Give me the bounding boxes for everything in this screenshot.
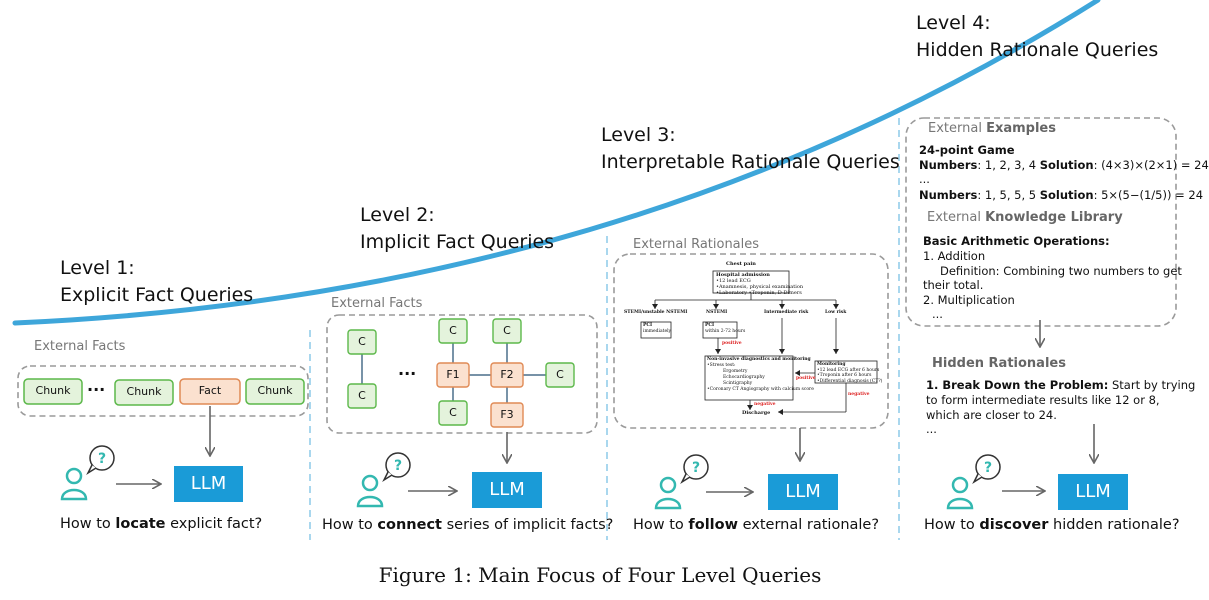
p1-chunk-3 (245, 378, 305, 405)
p4-lib-heading: Basic Arithmetic Operations: (923, 234, 1110, 248)
p1-chunk-1-label: Chunk (35, 384, 71, 397)
svg-text:?: ? (984, 460, 992, 476)
p4-hidden-line-3: which are closer to 24. (926, 408, 1057, 422)
flow-branch-2: NSTEMI (706, 310, 728, 315)
p4-examples-title: External Examples (928, 121, 1056, 136)
p1-question: How to locate explicit fact? (60, 516, 263, 532)
p1-fact (179, 378, 241, 405)
user-icon: ? (356, 452, 411, 508)
p3-llm-label: LLM (785, 481, 821, 502)
p4-hidden-line-1: 1. Break Down the Problem: Start by tryi… (926, 378, 1196, 392)
flow-branch-4: Low risk (825, 310, 847, 315)
user-icon: ? (60, 445, 115, 501)
p2-llm-label: LLM (489, 479, 525, 500)
p3-question: How to follow external rationale? (633, 517, 880, 533)
p2-llm-box (472, 472, 542, 508)
p4-lib-line-3: their total. (923, 278, 984, 292)
p4-question: How to discover hidden rationale? (924, 517, 1180, 533)
p2-node-c: C (556, 368, 564, 381)
p4-hidden-line-2: to form intermediate results like 12 or … (926, 393, 1160, 407)
p4-example-ellipsis: ... (919, 172, 930, 186)
p4-lib-line-2: Definition: Combining two numbers to get (940, 264, 1182, 278)
svg-text:?: ? (394, 458, 402, 474)
figure-caption: Figure 1: Main Focus of Four Level Queri… (378, 563, 822, 587)
user-icon: ? (946, 454, 1001, 510)
flow-monitoring: Monitoring •12 lead ECG after 6 hours •T… (817, 362, 883, 384)
flow-discharge: Discharge (742, 410, 771, 416)
level-3-heading: Level 3:Interpretable Rationale Queries (601, 124, 900, 173)
p3-llm-box (768, 474, 838, 510)
p1-chunk-2 (114, 379, 174, 406)
level-1-heading: Level 1:Explicit Fact Queries (60, 257, 254, 306)
p4-lib-line-4: 2. Multiplication (923, 293, 1015, 307)
p2-node-f3: F3 (500, 408, 514, 421)
svg-text:?: ? (98, 451, 106, 467)
p1-fact-label: Fact (198, 384, 222, 397)
p2-box-title: External Facts (331, 296, 423, 311)
flow-title: Chest pain (726, 261, 756, 267)
p2-ellipsis: ··· (398, 364, 417, 383)
level-4-heading: Level 4:Hidden Rationale Queries (916, 12, 1159, 61)
p4-knowledge-box (905, 117, 1177, 327)
flow-positive-1: positive (722, 341, 742, 346)
flow-branch-1: STEMI/unstable NSTEMI (624, 310, 688, 315)
flow-pci-2: PCI within 2-72 hours (705, 323, 746, 334)
p1-box-title: External Facts (34, 339, 126, 354)
p1-chunk-1 (23, 378, 83, 405)
user-icon: ? (654, 454, 709, 510)
p1-llm-label: LLM (190, 473, 227, 494)
p2-node-c: C (449, 324, 457, 337)
p2-node-f2: F2 (500, 368, 514, 381)
p1-llm-box (174, 466, 243, 502)
p4-llm-label: LLM (1075, 481, 1111, 502)
flow-branch-3: Intermediate risk (764, 310, 809, 315)
p2-node-f1: F1 (446, 368, 460, 381)
p3-rationale-box (613, 253, 889, 429)
p4-lib-line-5: ... (932, 307, 943, 321)
flow-noninvasive: Non-invasive diagnostics and monitoring … (707, 357, 814, 392)
flow-positive-2: positive (796, 376, 816, 381)
flow-negative-1: negative (754, 402, 776, 407)
p4-llm-box (1058, 474, 1128, 510)
p4-hidden-line-4: ... (926, 422, 937, 436)
p1-facts-box (17, 365, 309, 417)
p2-node-c: C (358, 389, 366, 402)
p4-game-title: 24-point Game (919, 143, 1015, 157)
p2-node-c: C (449, 406, 457, 419)
p4-lib-line-1: 1. Addition (923, 249, 986, 263)
p2-node-c: C (358, 335, 366, 348)
flow-negative-2: negative (848, 392, 870, 397)
p4-hidden-title: Hidden Rationales (932, 356, 1066, 371)
flow-pci-1: PCI immediately (643, 323, 672, 334)
p2-node-c: C (503, 324, 511, 337)
p4-library-title: External Knowledge Library (927, 210, 1123, 225)
p2-question: How to connect series of implicit facts? (322, 517, 614, 533)
difficulty-curve (12, 0, 1101, 326)
p4-example-1: Numbers: 1, 2, 3, 4 Solution: (4×3)×(2×1… (919, 158, 1209, 172)
level-2-heading: Level 2:Implicit Fact Queries (360, 204, 555, 253)
p1-chunk-2-label: Chunk (126, 385, 162, 398)
p1-ellipsis: ··· (87, 380, 106, 399)
p3-box-title: External Rationales (633, 237, 760, 252)
svg-text:?: ? (692, 460, 700, 476)
p1-chunk-3-label: Chunk (257, 384, 293, 397)
p4-example-2: Numbers: 1, 5, 5, 5 Solution: 5×(5−(1/5)… (919, 188, 1204, 202)
flow-admission: Hospital admission •12 lead ECG •Anamnes… (716, 272, 804, 296)
p2-facts-box (326, 314, 598, 434)
